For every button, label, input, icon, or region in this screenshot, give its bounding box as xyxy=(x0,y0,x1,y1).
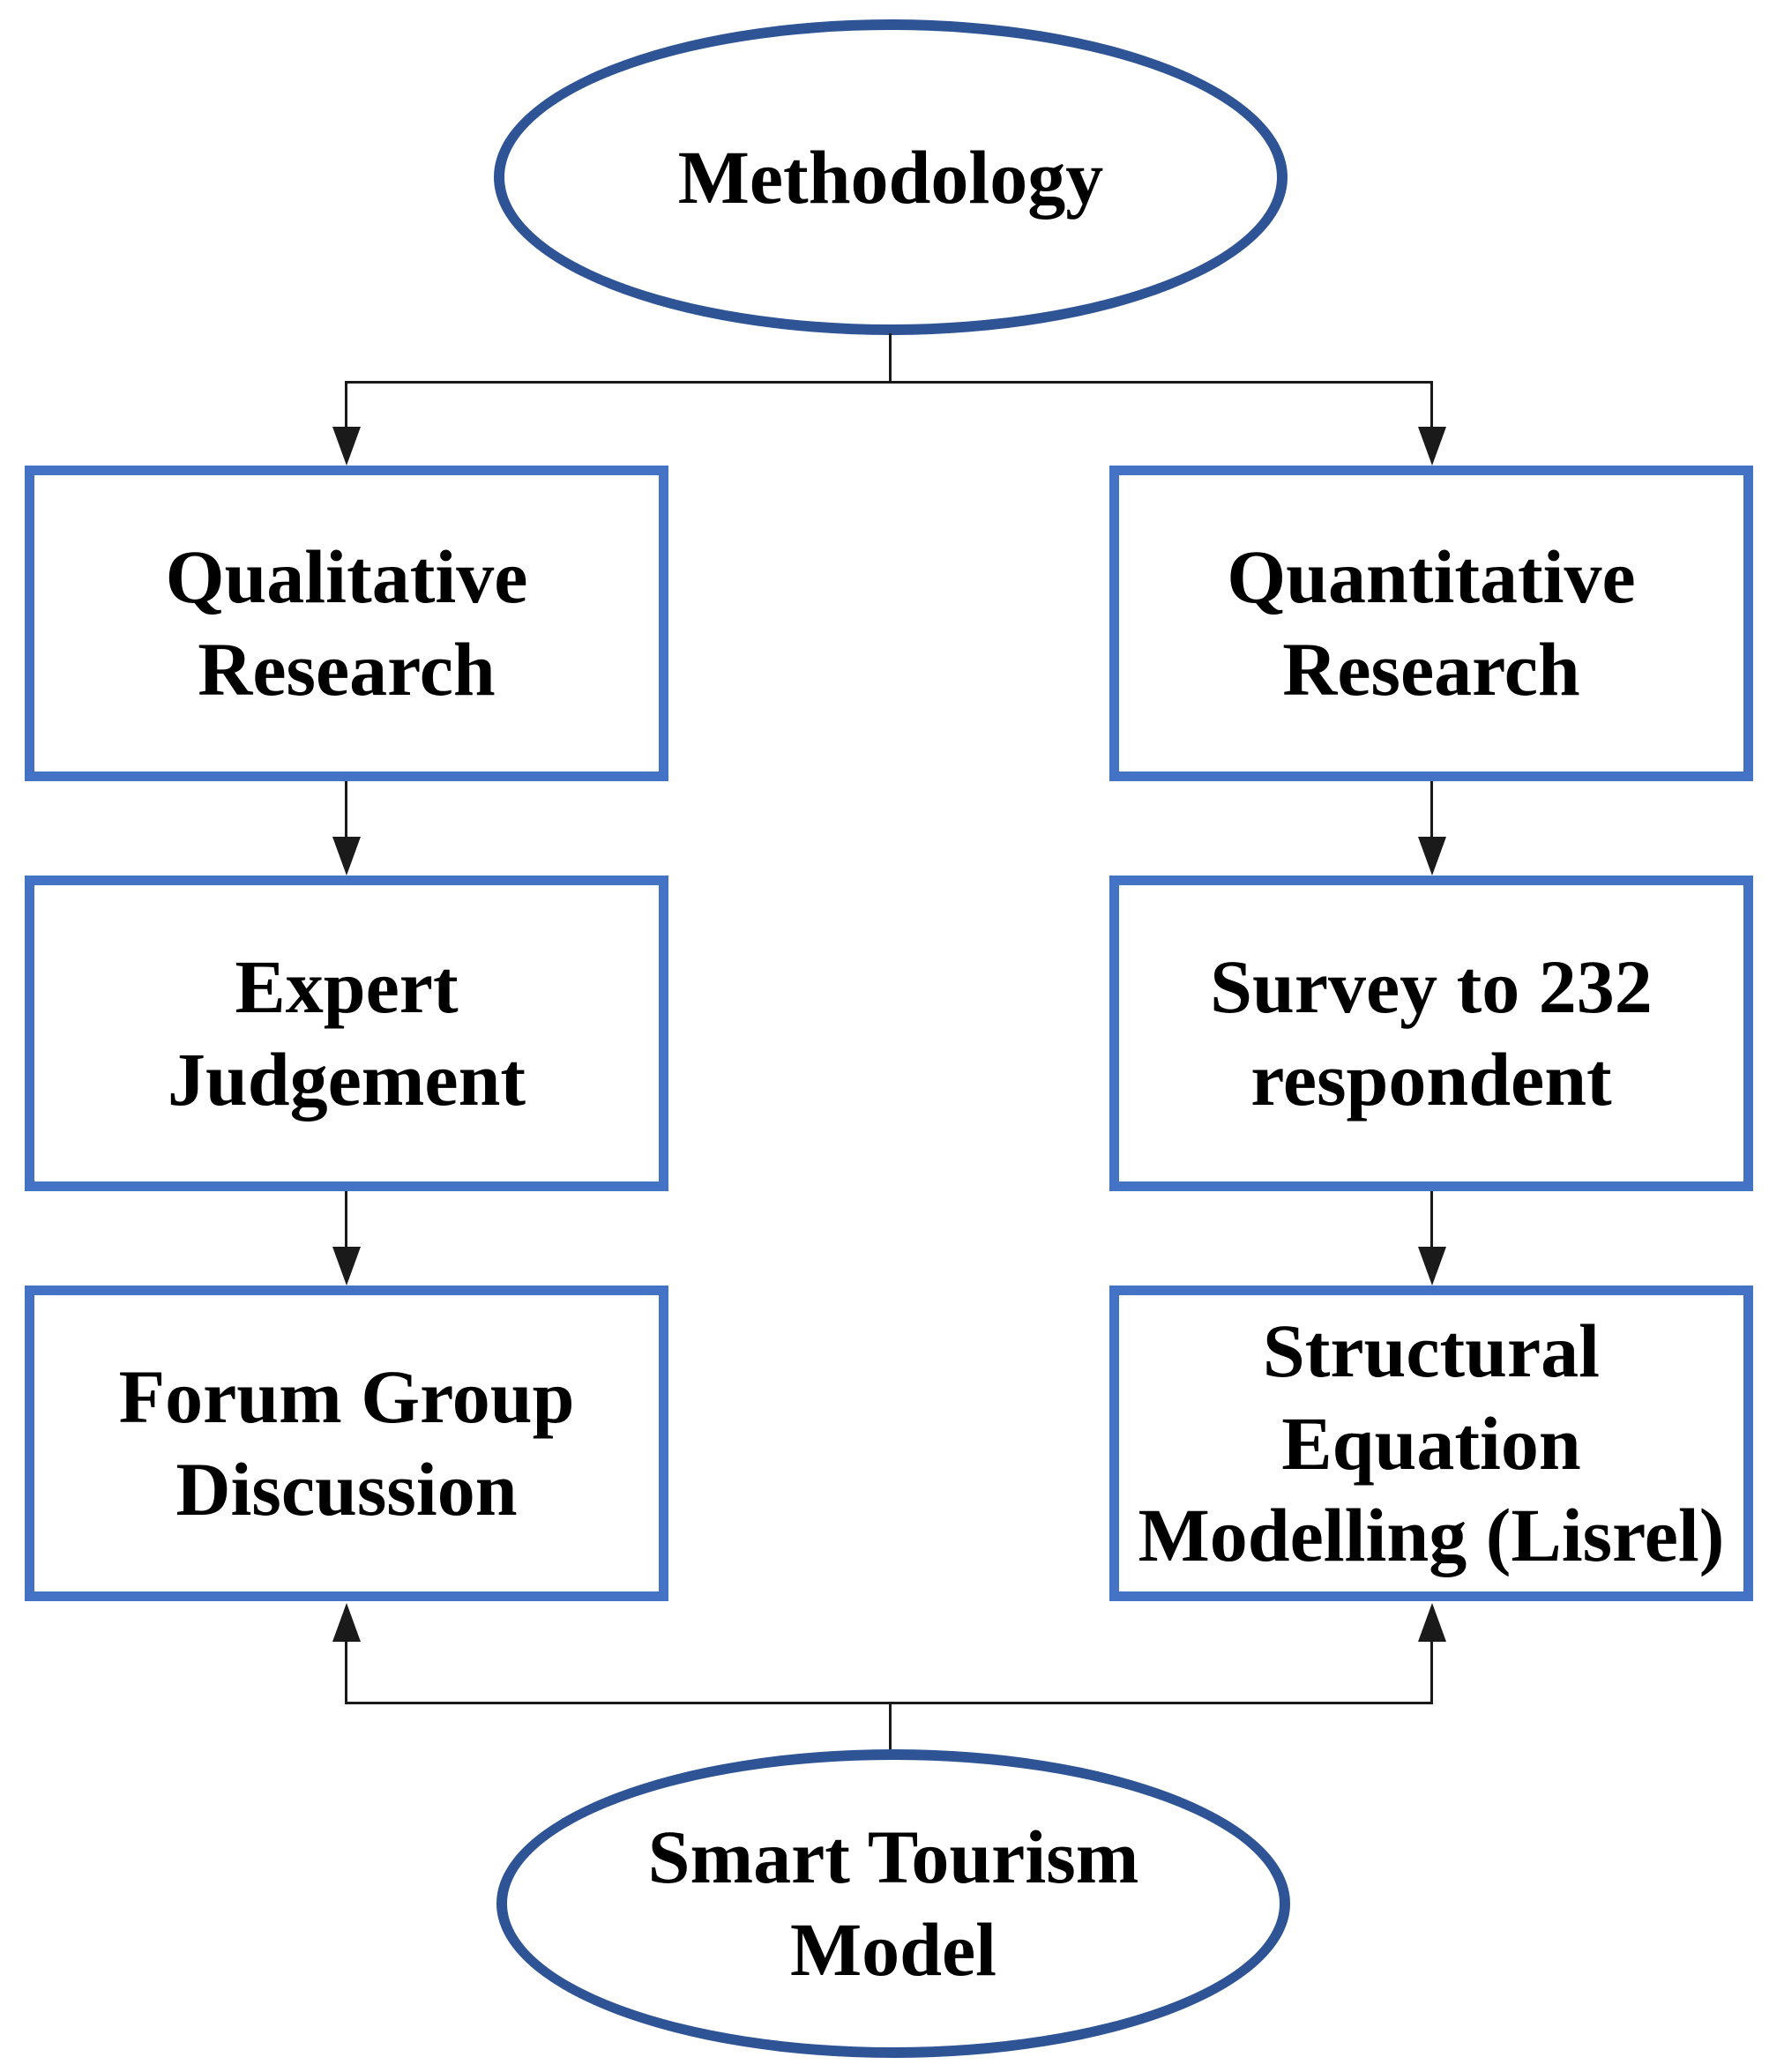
node-quantitative-research-label: Quantitative Research xyxy=(1227,534,1636,712)
node-forum-group-discussion: Forum Group Discussion xyxy=(25,1286,668,1601)
edge-smart-forum-arrowhead xyxy=(332,1603,361,1642)
node-methodology: Methodology xyxy=(494,19,1288,335)
edge-qualitative-expert-line xyxy=(345,781,347,839)
edge-qualitative-expert-arrowhead xyxy=(332,837,361,876)
node-smart-tourism-model-label: Smart Tourism Model xyxy=(647,1815,1139,1992)
node-quantitative-research: Quantitative Research xyxy=(1109,466,1753,781)
edge-smart-sem-arrowhead xyxy=(1418,1603,1446,1642)
edge-quantitative-survey-line xyxy=(1430,781,1433,839)
edge-survey-sem-line xyxy=(1430,1191,1433,1249)
edge-survey-sem-arrowhead xyxy=(1418,1247,1446,1286)
node-structural-equation-modelling: Structural Equation Modelling (Lisrel) xyxy=(1109,1286,1753,1601)
edge-to-qualitative-arrowhead xyxy=(332,427,361,466)
edge-smart-stem-line xyxy=(889,1702,892,1751)
edge-smart-sem-line xyxy=(1430,1638,1433,1703)
edge-methodology-branch-hline xyxy=(345,381,1433,384)
edge-smart-forum-line xyxy=(345,1638,347,1703)
node-structural-equation-modelling-label: Structural Equation Modelling (Lisrel) xyxy=(1138,1308,1725,1578)
node-survey: Survey to 232 respondent xyxy=(1109,876,1753,1191)
edge-to-qualitative-line xyxy=(345,381,347,430)
node-expert-judgement-label: Expert Judgement xyxy=(167,944,526,1122)
node-survey-label: Survey to 232 respondent xyxy=(1210,944,1653,1122)
edge-to-quantitative-arrowhead xyxy=(1418,427,1446,466)
edge-expert-forum-line xyxy=(345,1191,347,1249)
edge-quantitative-survey-arrowhead xyxy=(1418,837,1446,876)
node-methodology-label: Methodology xyxy=(677,134,1104,220)
node-smart-tourism-model: Smart Tourism Model xyxy=(496,1749,1290,2058)
edge-to-quantitative-line xyxy=(1430,381,1433,430)
node-qualitative-research-label: Qualitative Research xyxy=(165,534,528,712)
node-forum-group-discussion-label: Forum Group Discussion xyxy=(118,1354,575,1532)
node-expert-judgement: Expert Judgement xyxy=(25,876,668,1191)
edge-methodology-stem-line xyxy=(889,333,892,383)
node-qualitative-research: Qualitative Research xyxy=(25,466,668,781)
edge-expert-forum-arrowhead xyxy=(332,1247,361,1286)
